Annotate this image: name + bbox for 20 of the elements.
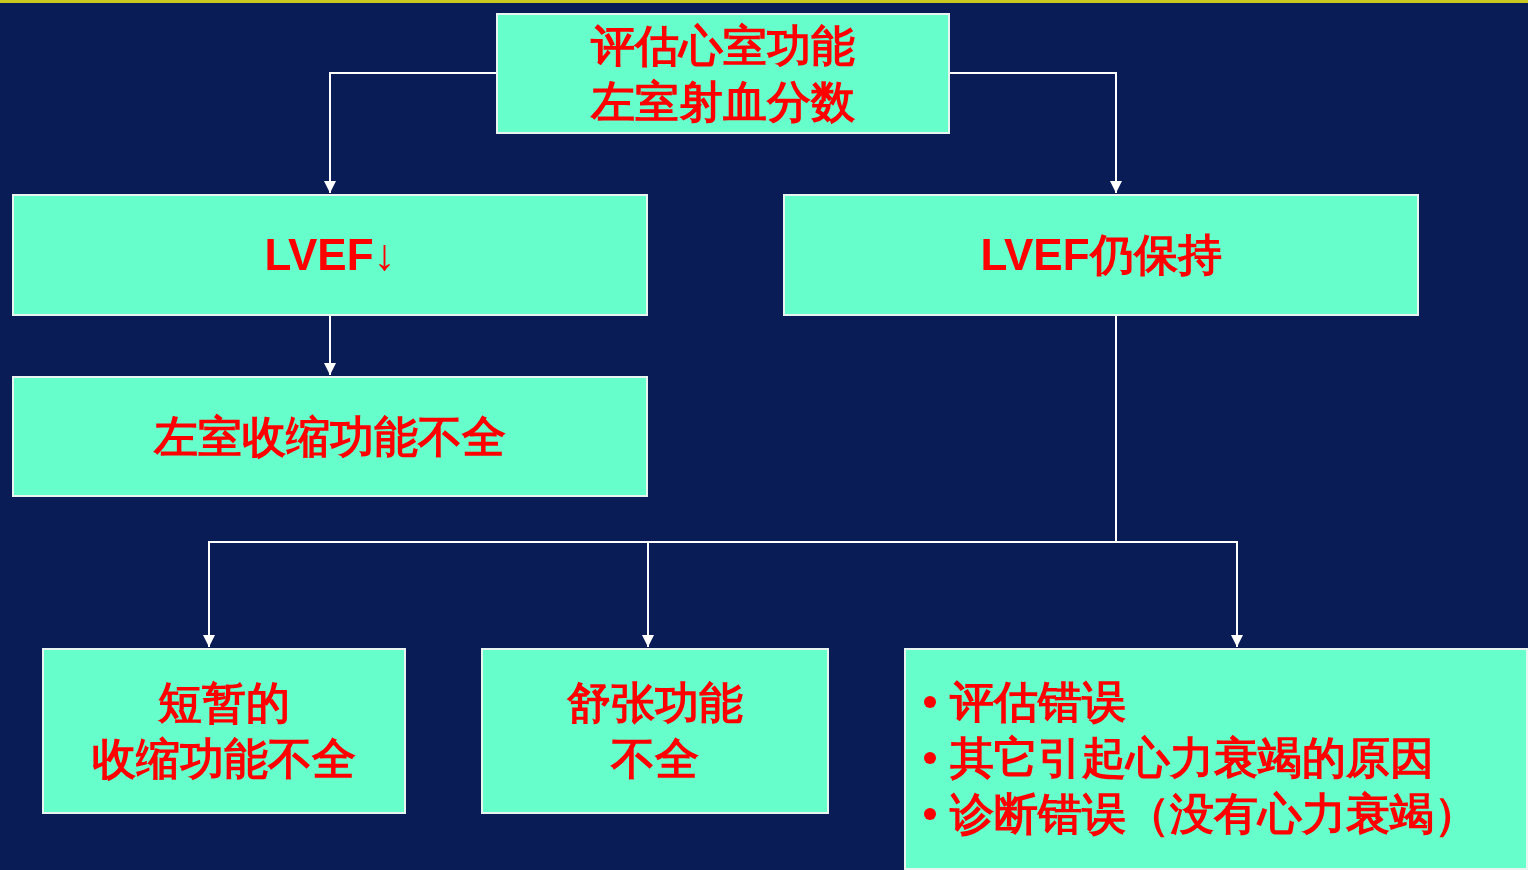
arrow xyxy=(324,72,497,194)
result-box xyxy=(12,194,648,316)
list-item: 诊断错误（没有心力衰竭） xyxy=(950,787,1478,841)
diagnosis-box xyxy=(12,376,648,497)
arrow xyxy=(324,315,336,376)
box-label: 舒张功能不全 xyxy=(566,676,744,786)
result-box xyxy=(783,194,1419,316)
diagnosis-box xyxy=(481,648,829,814)
diagnosis-box xyxy=(42,648,406,814)
box-label: LVEF↓ xyxy=(264,229,396,281)
arrow xyxy=(949,72,1122,194)
diagnosis-box xyxy=(904,648,1528,870)
box-label: 评估心室功能左室射血分数 xyxy=(589,18,856,129)
box-label: 左室收缩功能不全 xyxy=(154,409,506,464)
box-label: 收缩功能不全 xyxy=(92,732,356,786)
box-label: LVEF仍保持 xyxy=(980,229,1222,281)
list-item: 评估错误 xyxy=(950,675,1126,729)
list-item: 其它引起心力衰竭的原因 xyxy=(950,731,1434,785)
process-box xyxy=(496,13,950,134)
box-label: 短暂的 xyxy=(158,676,290,730)
